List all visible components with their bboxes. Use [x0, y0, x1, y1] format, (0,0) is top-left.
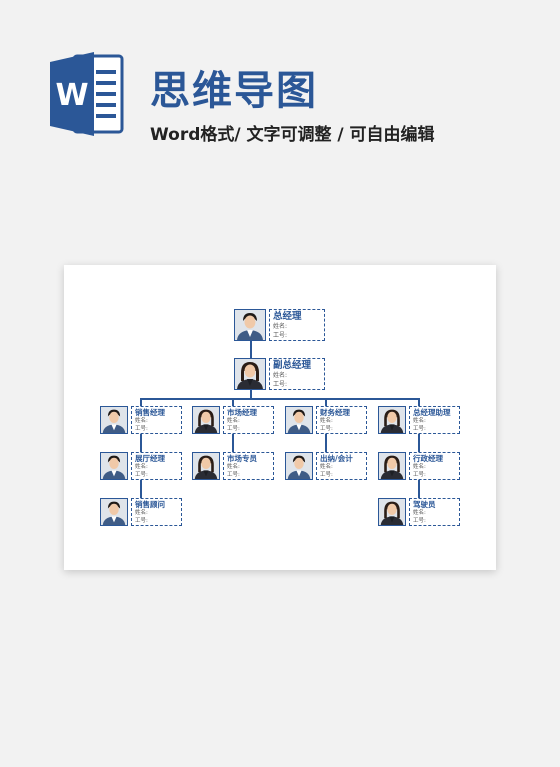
- connector-line: [140, 398, 142, 406]
- card-info: 展厅经理姓名:工号:: [131, 452, 182, 480]
- card-staff: 销售顾问姓名:工号:: [100, 498, 182, 526]
- position-title: 销售经理: [135, 408, 165, 417]
- card-info: 行政经理姓名:工号:: [409, 452, 460, 480]
- position-title: 副总经理: [273, 360, 312, 371]
- avatar: [285, 406, 313, 434]
- position-title: 销售顾问: [135, 500, 165, 509]
- card-info: 副总经理姓名:工号:: [269, 358, 325, 390]
- page-title: 思维导图: [150, 68, 318, 114]
- document-page: 总经理姓名:工号:副总经理姓名:工号:销售经理姓名:工号:展厅经理姓名:工号:销…: [64, 265, 496, 570]
- position-title: 总经理: [273, 311, 302, 322]
- id-field: 工号:: [320, 425, 333, 432]
- card-staff: 展厅经理姓名:工号:: [100, 452, 182, 480]
- avatar: [234, 309, 266, 341]
- connector-line: [250, 390, 252, 398]
- id-field: 工号:: [273, 331, 288, 339]
- name-field: 姓名:: [227, 418, 240, 424]
- connector-line: [232, 398, 234, 406]
- card-staff: 驾驶员姓名:工号:: [378, 498, 460, 526]
- card-info: 市场专员姓名:工号:: [223, 452, 274, 480]
- id-field: 工号:: [273, 380, 288, 388]
- name-field: 姓名:: [135, 510, 148, 516]
- name-field: 姓名:: [320, 464, 333, 470]
- position-title: 驾驶员: [413, 500, 436, 509]
- id-field: 工号:: [413, 517, 426, 524]
- name-field: 姓名:: [413, 418, 426, 424]
- connector-line: [140, 398, 419, 400]
- card-info: 销售经理姓名:工号:: [131, 406, 182, 434]
- avatar: [378, 406, 406, 434]
- id-field: 工号:: [413, 425, 426, 432]
- page-subtitle: Word格式/ 文字可调整 / 可自由编辑: [150, 125, 435, 145]
- card-info: 总经理姓名:工号:: [269, 309, 325, 341]
- connector-line: [250, 341, 252, 358]
- connector-line: [232, 434, 234, 452]
- org-chart: 总经理姓名:工号:副总经理姓名:工号:销售经理姓名:工号:展厅经理姓名:工号:销…: [64, 265, 496, 570]
- card-deputy-manager: 副总经理姓名:工号:: [234, 358, 325, 390]
- card-dept-head: 总经理助理姓名:工号:: [378, 406, 460, 434]
- card-dept-head: 市场经理姓名:工号:: [192, 406, 274, 434]
- id-field: 工号:: [135, 471, 148, 478]
- id-field: 工号:: [227, 425, 240, 432]
- name-field: 姓名:: [273, 323, 288, 330]
- card-dept-head: 销售经理姓名:工号:: [100, 406, 182, 434]
- position-title: 财务经理: [320, 408, 350, 417]
- avatar: [234, 358, 266, 390]
- name-field: 姓名:: [413, 510, 426, 516]
- position-title: 出纳/会计: [320, 454, 353, 463]
- card-info: 总经理助理姓名:工号:: [409, 406, 460, 434]
- connector-line: [325, 434, 327, 452]
- name-field: 姓名:: [135, 464, 148, 470]
- id-field: 工号:: [135, 425, 148, 432]
- card-info: 驾驶员姓名:工号:: [409, 498, 460, 526]
- id-field: 工号:: [227, 471, 240, 478]
- name-field: 姓名:: [273, 372, 288, 379]
- avatar: [100, 452, 128, 480]
- card-general-manager: 总经理姓名:工号:: [234, 309, 325, 341]
- card-staff: 行政经理姓名:工号:: [378, 452, 460, 480]
- word-logo-icon: W: [50, 50, 124, 138]
- avatar: [378, 452, 406, 480]
- card-staff: 市场专员姓名:工号:: [192, 452, 274, 480]
- position-title: 行政经理: [413, 454, 443, 463]
- connector-line: [418, 398, 420, 406]
- id-field: 工号:: [413, 471, 426, 478]
- card-info: 财务经理姓名:工号:: [316, 406, 367, 434]
- connector-line: [140, 480, 142, 498]
- avatar: [378, 498, 406, 526]
- id-field: 工号:: [320, 471, 333, 478]
- position-title: 市场专员: [227, 454, 257, 463]
- avatar: [192, 406, 220, 434]
- connector-line: [418, 434, 420, 452]
- card-staff: 出纳/会计姓名:工号:: [285, 452, 367, 480]
- name-field: 姓名:: [135, 418, 148, 424]
- svg-text:W: W: [55, 78, 88, 113]
- position-title: 市场经理: [227, 408, 257, 417]
- name-field: 姓名:: [320, 418, 333, 424]
- card-info: 市场经理姓名:工号:: [223, 406, 274, 434]
- position-title: 总经理助理: [413, 408, 451, 417]
- avatar: [100, 406, 128, 434]
- id-field: 工号:: [135, 517, 148, 524]
- connector-line: [325, 398, 327, 406]
- position-title: 展厅经理: [135, 454, 165, 463]
- name-field: 姓名:: [227, 464, 240, 470]
- connector-line: [418, 480, 420, 498]
- avatar: [100, 498, 128, 526]
- card-info: 出纳/会计姓名:工号:: [316, 452, 367, 480]
- avatar: [285, 452, 313, 480]
- card-dept-head: 财务经理姓名:工号:: [285, 406, 367, 434]
- name-field: 姓名:: [413, 464, 426, 470]
- connector-line: [140, 434, 142, 452]
- avatar: [192, 452, 220, 480]
- card-info: 销售顾问姓名:工号:: [131, 498, 182, 526]
